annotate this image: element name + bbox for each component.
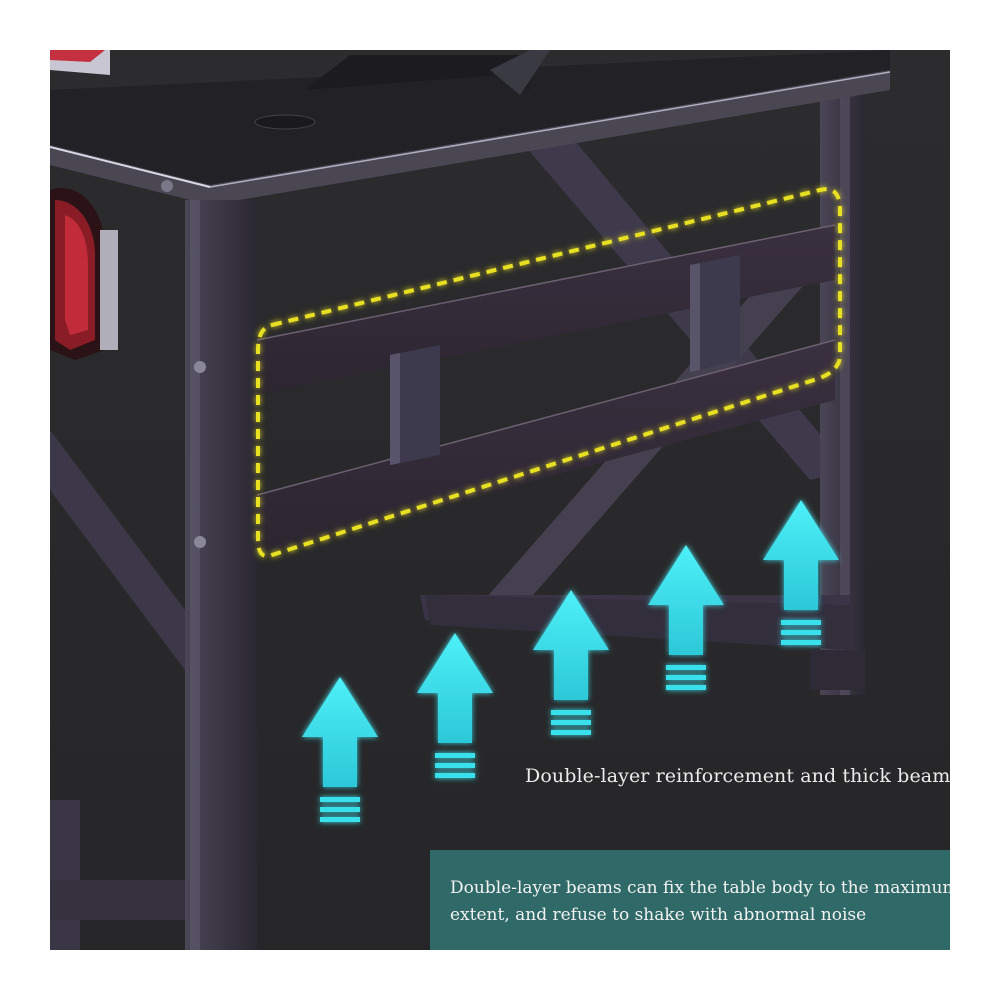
product-photo: Double-layer reinforcement and thick bea… [50, 50, 950, 950]
arrow-up-icon-1 [302, 677, 378, 822]
double-layer-beam [256, 224, 836, 555]
beam-highlight-outline [256, 187, 842, 558]
desk-illustration [50, 50, 950, 950]
headset [50, 188, 118, 360]
description-box: Double-layer beams can fix the table bod… [430, 850, 950, 950]
feature-caption: Double-layer reinforcement and thick bea… [525, 765, 950, 787]
arrow-up-icon-2 [417, 633, 493, 778]
arrow-up-icon-4 [648, 545, 724, 690]
desk-top [50, 50, 891, 205]
description-line-1: Double-layer beams can fix the table bod… [450, 878, 950, 898]
arrow-up-icon-5 [763, 500, 839, 645]
arrow-up-icon-3 [533, 590, 609, 735]
front-left-leg [50, 200, 257, 950]
description-line-2: extent, and refuse to shake with abnorma… [450, 905, 867, 925]
